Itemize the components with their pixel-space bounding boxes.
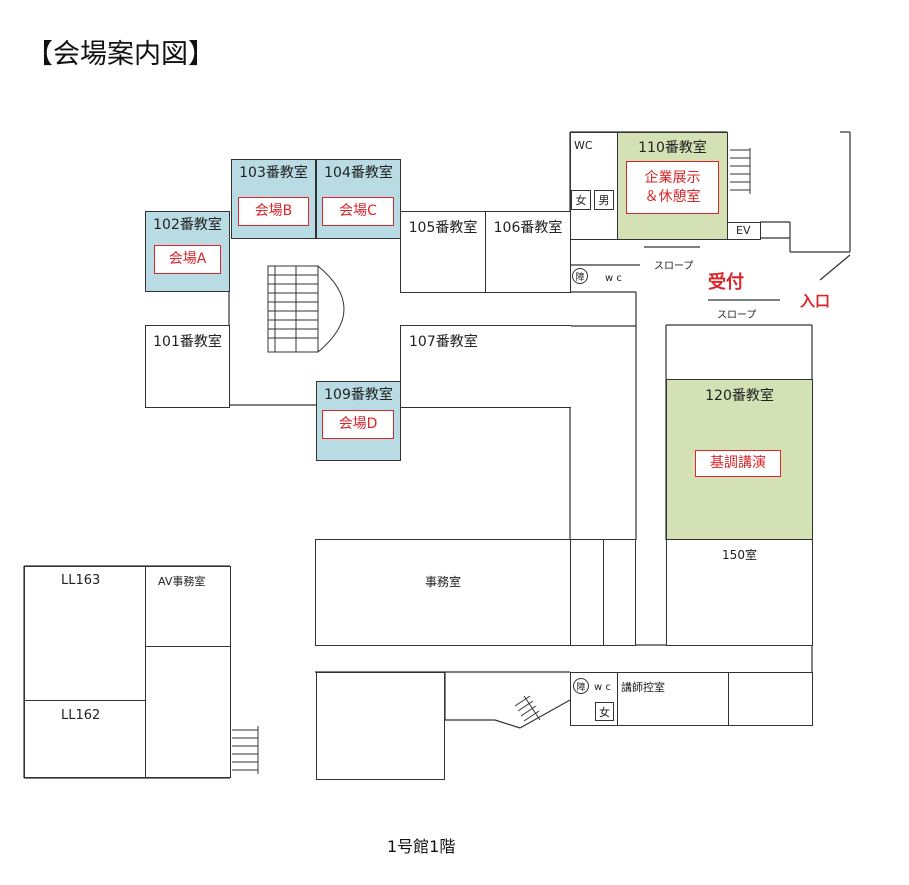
wc-bottom-label: w c bbox=[594, 682, 611, 693]
room-107: 107番教室 bbox=[400, 325, 571, 408]
room-150-label: 150室 bbox=[722, 548, 757, 562]
room-105-label: 105番教室 bbox=[408, 220, 478, 236]
room-103-label: 103番教室 bbox=[239, 165, 308, 181]
room-left-bottom bbox=[145, 646, 231, 778]
room-ll163-label: LL163 bbox=[61, 573, 101, 588]
wc-top-area: WC bbox=[570, 132, 618, 240]
venue-b-label: 会場B bbox=[238, 197, 309, 226]
slope-upper-label: スロープ bbox=[654, 261, 694, 272]
room-bottom-right bbox=[728, 672, 813, 726]
room-110: 110番教室 企業展示 ＆休憩室 bbox=[617, 132, 728, 240]
accessible-restroom-mid: 障 bbox=[572, 268, 588, 284]
av-office: AV事務室 bbox=[145, 566, 231, 647]
av-office-label: AV事務室 bbox=[158, 575, 206, 588]
office-label: 事務室 bbox=[424, 575, 461, 589]
floor-caption: 1号館1階 bbox=[387, 837, 456, 856]
room-109-label: 109番教室 bbox=[324, 387, 393, 403]
accessible-restroom-bottom: 障 bbox=[573, 678, 589, 694]
room-ll162: LL162 bbox=[24, 700, 146, 778]
room-104: 104番教室 会場C bbox=[316, 159, 401, 239]
women-restroom-top: 女 bbox=[571, 190, 591, 210]
office-annex-1 bbox=[570, 539, 604, 646]
room-101: 101番教室 bbox=[145, 325, 230, 408]
men-restroom-top: 男 bbox=[594, 190, 614, 210]
room-bottom-center bbox=[316, 672, 445, 780]
office: 事務室 bbox=[315, 539, 571, 646]
room-105: 105番教室 bbox=[400, 211, 486, 293]
lecturer-waiting-room: 講師控室 bbox=[617, 672, 729, 726]
office-annex-2 bbox=[603, 539, 636, 646]
room-104-label: 104番教室 bbox=[324, 165, 393, 181]
venue-exhibit-label: 企業展示 ＆休憩室 bbox=[626, 161, 719, 214]
venue-c-label: 会場C bbox=[322, 197, 394, 226]
entrance-label: 入口 bbox=[800, 292, 831, 310]
room-101-label: 101番教室 bbox=[153, 334, 222, 350]
venue-d-label: 会場D bbox=[322, 410, 394, 439]
room-ll162-label: LL162 bbox=[61, 708, 101, 723]
venue-keynote-label: 基調講演 bbox=[695, 450, 781, 477]
lecturer-waiting-room-label: 講師控室 bbox=[621, 681, 665, 694]
wc-top-label: WC bbox=[574, 139, 593, 152]
room-150: 150室 bbox=[666, 539, 813, 646]
room-ll163: LL163 bbox=[24, 566, 146, 701]
room-107-label: 107番教室 bbox=[409, 334, 478, 350]
room-102-label: 102番教室 bbox=[153, 217, 222, 233]
slope-lower-label: スロープ bbox=[717, 310, 757, 321]
room-110-label: 110番教室 bbox=[638, 140, 707, 156]
room-106-label: 106番教室 bbox=[493, 220, 563, 236]
room-106: 106番教室 bbox=[485, 211, 571, 293]
elevator: EV bbox=[727, 222, 761, 240]
room-120: 120番教室 基調講演 bbox=[666, 379, 813, 540]
room-109: 109番教室 会場D bbox=[316, 381, 401, 461]
wc-mid-label: w c bbox=[605, 273, 622, 284]
room-120-label: 120番教室 bbox=[705, 388, 774, 404]
room-102: 102番教室 会場A bbox=[145, 211, 230, 292]
elevator-label: EV bbox=[736, 224, 751, 237]
reception-label: 受付 bbox=[708, 272, 744, 293]
women-restroom-bottom: 女 bbox=[595, 702, 614, 721]
venue-a-label: 会場A bbox=[154, 245, 221, 274]
page-title: 【会場案内図】 bbox=[26, 39, 215, 70]
room-103: 103番教室 会場B bbox=[231, 159, 316, 239]
